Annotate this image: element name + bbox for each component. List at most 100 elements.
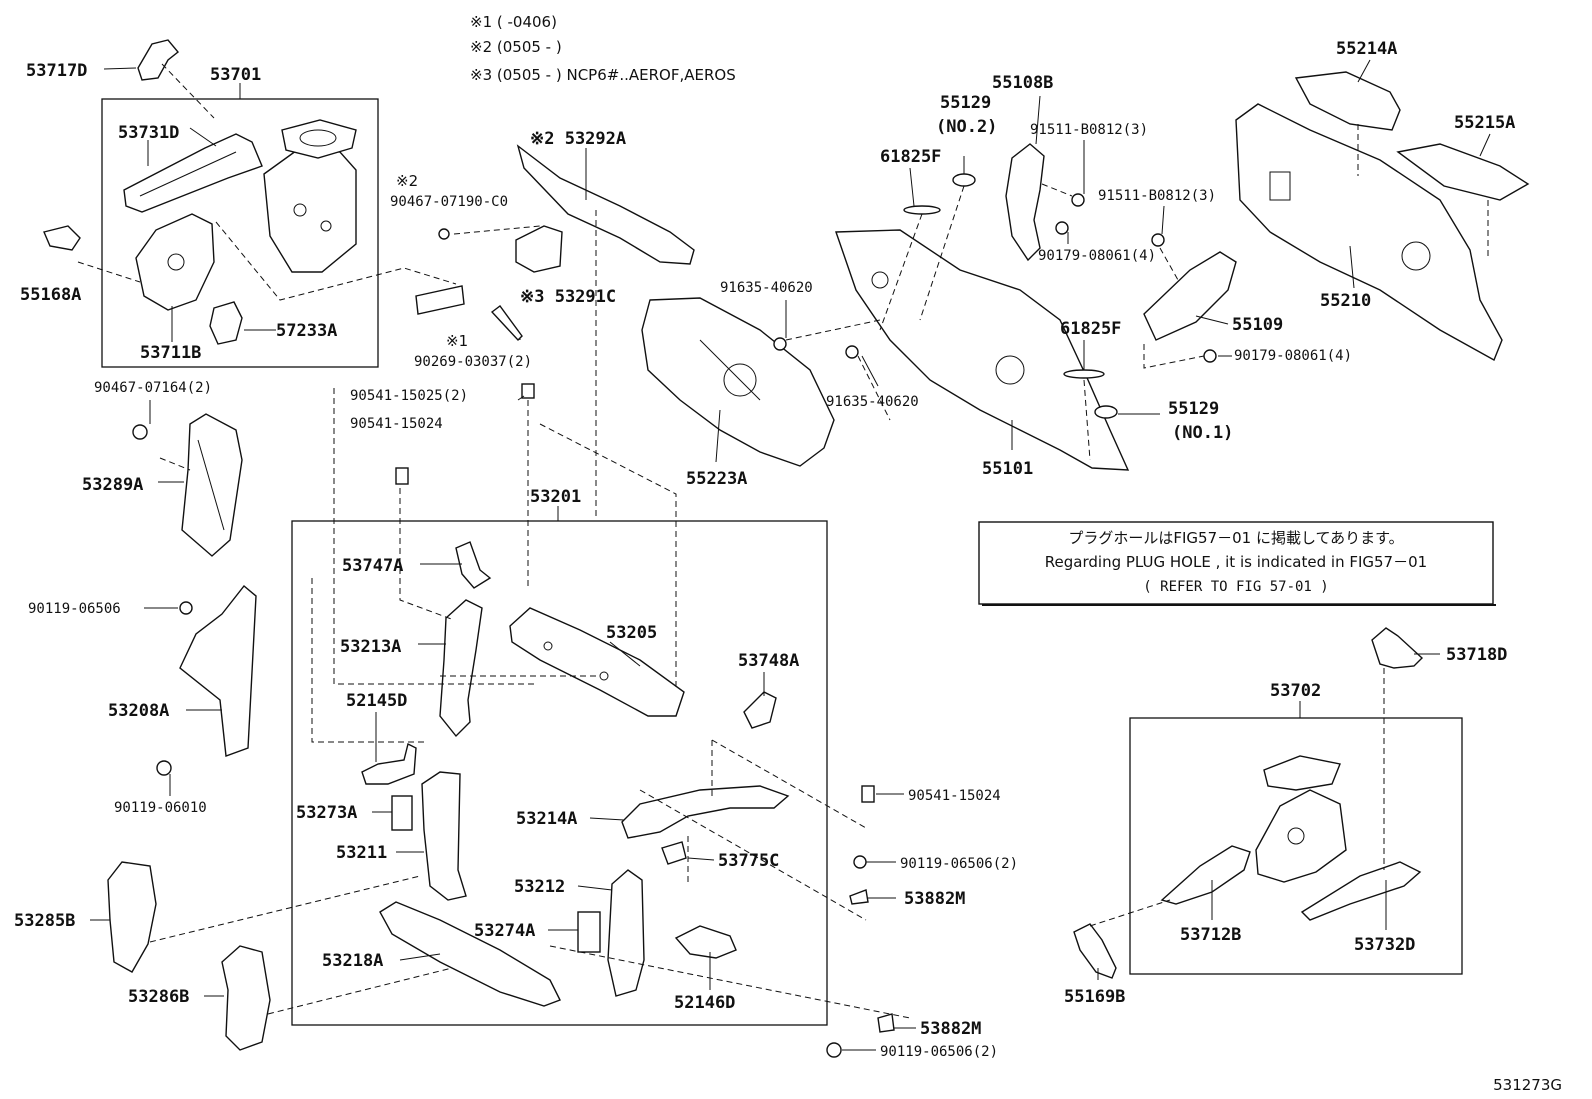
part-53208A xyxy=(179,585,257,757)
label-53747A: 53747A xyxy=(342,556,403,576)
label-90541-15024-b: 90541-15024 xyxy=(908,788,1001,804)
label-90119-06506-c: 90119-06506(2) xyxy=(880,1044,998,1060)
clip-53882M-b xyxy=(877,1013,895,1033)
label-53731D: 53731D xyxy=(118,123,179,143)
part-55223A xyxy=(641,297,835,467)
part-53702-top xyxy=(1263,755,1341,791)
label-55129-top: 55129 xyxy=(940,93,991,113)
label-53218A: 53218A xyxy=(322,951,383,971)
part-55210 xyxy=(1235,103,1503,361)
figure-id: 531273G xyxy=(1493,1076,1562,1094)
label-53882M-b: 53882M xyxy=(920,1019,981,1039)
label-53292A: ※2 53292A xyxy=(530,129,626,149)
label-55223A: 55223A xyxy=(686,469,747,489)
label-53712B: 53712B xyxy=(1180,925,1241,945)
label-53732D: 53732D xyxy=(1354,935,1415,955)
label-53711B: 53711B xyxy=(140,343,201,363)
label-53289A: 53289A xyxy=(82,475,143,495)
grommet-90541-15025 xyxy=(521,383,535,399)
label-53748A: 53748A xyxy=(738,651,799,671)
note-2: ※2 (0505 - ) xyxy=(470,38,562,56)
part-53702-apron xyxy=(1255,789,1347,883)
part-53213A xyxy=(439,599,483,738)
label-53291C: ※3 53291C xyxy=(520,287,616,307)
part-53274A xyxy=(577,911,601,953)
info-en: Regarding PLUG HOLE , it is indicated in… xyxy=(1045,553,1427,571)
part-55214A xyxy=(1294,71,1401,131)
part-55108B xyxy=(1005,143,1045,262)
part-53291C xyxy=(515,225,563,273)
part-55109 xyxy=(1143,251,1237,341)
part-53748A xyxy=(743,691,777,729)
part-53292A xyxy=(516,144,695,265)
bolt-90119-06506-c xyxy=(826,1042,842,1058)
part-57233A xyxy=(209,301,243,345)
part-53711B xyxy=(135,213,215,311)
info-jp: プラグホールはFIG57－01 に掲載してあります。 xyxy=(1068,529,1403,547)
label-55129-top-no: (NO.2) xyxy=(936,117,997,137)
label-91511-a: 91511-B0812(3) xyxy=(1030,122,1148,138)
plate-90269 xyxy=(415,285,465,315)
part-53775C xyxy=(661,841,687,865)
grommet-90541-15024-b xyxy=(861,785,875,803)
bolt-90467-07164 xyxy=(132,424,148,440)
label-61825F-a: 61825F xyxy=(880,147,941,167)
part-53205 xyxy=(509,607,685,717)
label-57233A: 57233A xyxy=(276,321,337,341)
label-55101: 55101 xyxy=(982,459,1033,479)
part-53732D xyxy=(1300,861,1422,921)
group-box-53702 xyxy=(1129,717,1463,975)
part-53286B xyxy=(221,945,271,1051)
part-52146D xyxy=(674,925,737,959)
nut-90179-b xyxy=(1203,349,1217,363)
part-53289A xyxy=(181,413,243,557)
part-55169B xyxy=(1073,923,1117,979)
label-53882M-a: 53882M xyxy=(904,889,965,909)
label-91511-b: 91511-B0812(3) xyxy=(1098,188,1216,204)
label-53286B: 53286B xyxy=(128,987,189,1007)
plug-55129-no2 xyxy=(952,173,976,187)
label-90541-15025: 90541-15025(2) xyxy=(350,388,468,404)
label-90269-prefix: ※1 xyxy=(446,332,468,350)
part-53747A xyxy=(455,541,492,589)
label-90541-15024-a: 90541-15024 xyxy=(350,416,443,432)
label-55169B: 55169B xyxy=(1064,987,1125,1007)
part-53701-apron xyxy=(263,147,357,273)
label-53702: 53702 xyxy=(1270,681,1321,701)
part-53211 xyxy=(421,771,467,901)
label-90467-07164: 90467-07164(2) xyxy=(94,380,212,396)
bolt-91511-b xyxy=(1151,233,1165,247)
label-91635-40620-a: 91635-40620 xyxy=(720,280,813,296)
part-53214A xyxy=(621,785,790,839)
part-53731D xyxy=(123,133,263,213)
label-61825F-b: 61825F xyxy=(1060,319,1121,339)
label-55214A: 55214A xyxy=(1336,39,1397,59)
bolt-91511-a xyxy=(1071,193,1085,207)
label-91635-40620-b: 91635-40620 xyxy=(826,394,919,410)
screw-91635-40620-b xyxy=(845,345,859,359)
bolt-90119-06506-a xyxy=(179,601,193,615)
part-55101 xyxy=(835,229,1130,471)
label-53205: 53205 xyxy=(606,623,657,643)
label-53212: 53212 xyxy=(514,877,565,897)
info-ref: ( REFER TO FIG 57-01 ) xyxy=(1143,579,1328,595)
label-53775C: 53775C xyxy=(718,851,779,871)
label-90179-a: 90179-08061(4) xyxy=(1038,248,1156,264)
label-53701: 53701 xyxy=(210,65,261,85)
plug-55129-no1 xyxy=(1094,405,1118,419)
part-53212 xyxy=(607,869,645,997)
label-90119-06506-a: 90119-06506 xyxy=(28,601,121,617)
rivet-90269-03037 xyxy=(490,305,523,342)
part-53701-top xyxy=(281,119,357,159)
label-53213A: 53213A xyxy=(340,637,401,657)
label-55129-bottom-no: (NO.1) xyxy=(1172,423,1233,443)
label-90467-07190-prefix: ※2 xyxy=(396,172,418,190)
label-55129-bottom: 55129 xyxy=(1168,399,1219,419)
label-55109: 55109 xyxy=(1232,315,1283,335)
label-53717D: 53717D xyxy=(26,61,87,81)
part-53717D xyxy=(137,39,179,81)
part-53285B xyxy=(107,861,157,973)
label-55108B: 55108B xyxy=(992,73,1053,93)
plug-61825F-a xyxy=(903,205,941,215)
